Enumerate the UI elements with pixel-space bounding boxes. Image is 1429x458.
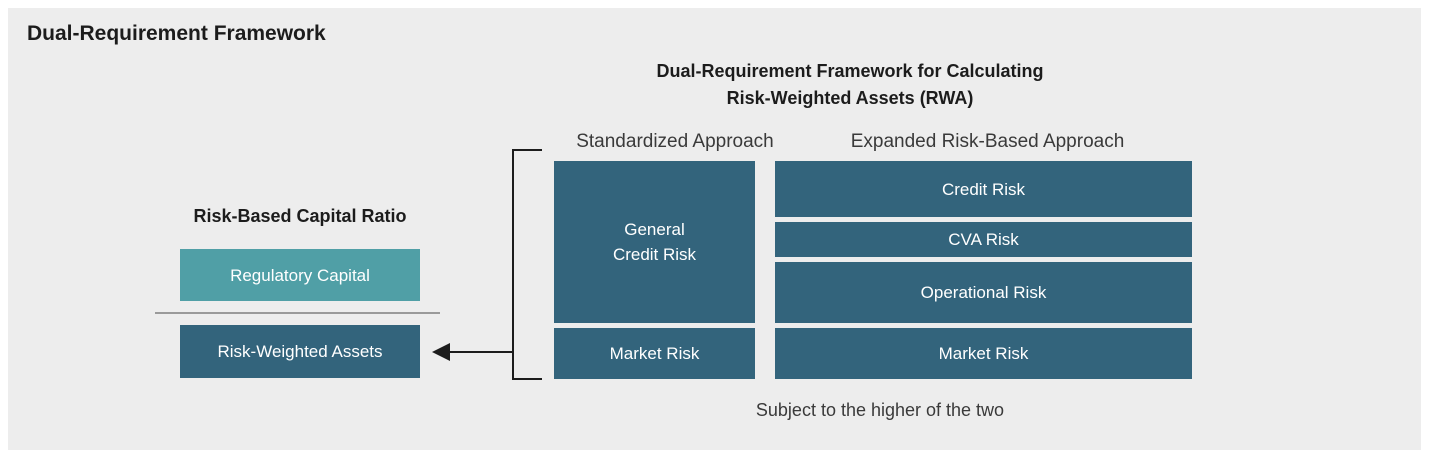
ratio-title: Risk-Based Capital Ratio bbox=[193, 206, 407, 226]
general-credit-risk-line-1: General bbox=[624, 220, 685, 239]
cva-risk-label: CVA Risk bbox=[948, 230, 1019, 249]
diagram-title: Dual-Requirement Framework for Calculati… bbox=[560, 58, 1140, 112]
operational-risk-box: Operational Risk bbox=[775, 262, 1192, 323]
expanded-market-risk-label: Market Risk bbox=[938, 344, 1029, 363]
standardized-market-risk-box: Market Risk bbox=[554, 328, 755, 379]
general-credit-risk-line-2: Credit Risk bbox=[612, 245, 697, 264]
bracket-line bbox=[512, 149, 542, 380]
standardized-market-risk-label: Market Risk bbox=[609, 344, 700, 363]
fraction-divider bbox=[155, 312, 440, 314]
regulatory-capital-label: Regulatory Capital bbox=[230, 265, 370, 285]
expanded-credit-risk-box: Credit Risk bbox=[775, 161, 1192, 217]
operational-risk-label: Operational Risk bbox=[920, 283, 1047, 302]
diagram-title-line-2: Risk-Weighted Assets (RWA) bbox=[726, 88, 974, 108]
expanded-credit-risk-label: Credit Risk bbox=[941, 179, 1026, 199]
standardized-approach-heading: Standardized Approach bbox=[576, 131, 774, 152]
expanded-market-risk-box: Market Risk bbox=[775, 328, 1192, 379]
regulatory-capital-box: Regulatory Capital bbox=[180, 249, 420, 301]
arrow-head-icon bbox=[432, 343, 450, 361]
risk-weighted-assets-box: Risk-Weighted Assets bbox=[180, 325, 420, 378]
general-credit-risk-box: General Credit Risk bbox=[554, 161, 755, 323]
bracket-arrow-graphic bbox=[432, 149, 542, 380]
risk-weighted-assets-label: Risk-Weighted Assets bbox=[217, 342, 383, 361]
diagram-title-line-1: Dual-Requirement Framework for Calculati… bbox=[656, 61, 1044, 81]
expanded-approach-heading: Expanded Risk-Based Approach bbox=[850, 131, 1125, 152]
cva-risk-box: CVA Risk bbox=[775, 222, 1192, 257]
footnote: Subject to the higher of the two bbox=[755, 400, 1005, 420]
page-title: Dual-Requirement Framework bbox=[27, 22, 326, 45]
